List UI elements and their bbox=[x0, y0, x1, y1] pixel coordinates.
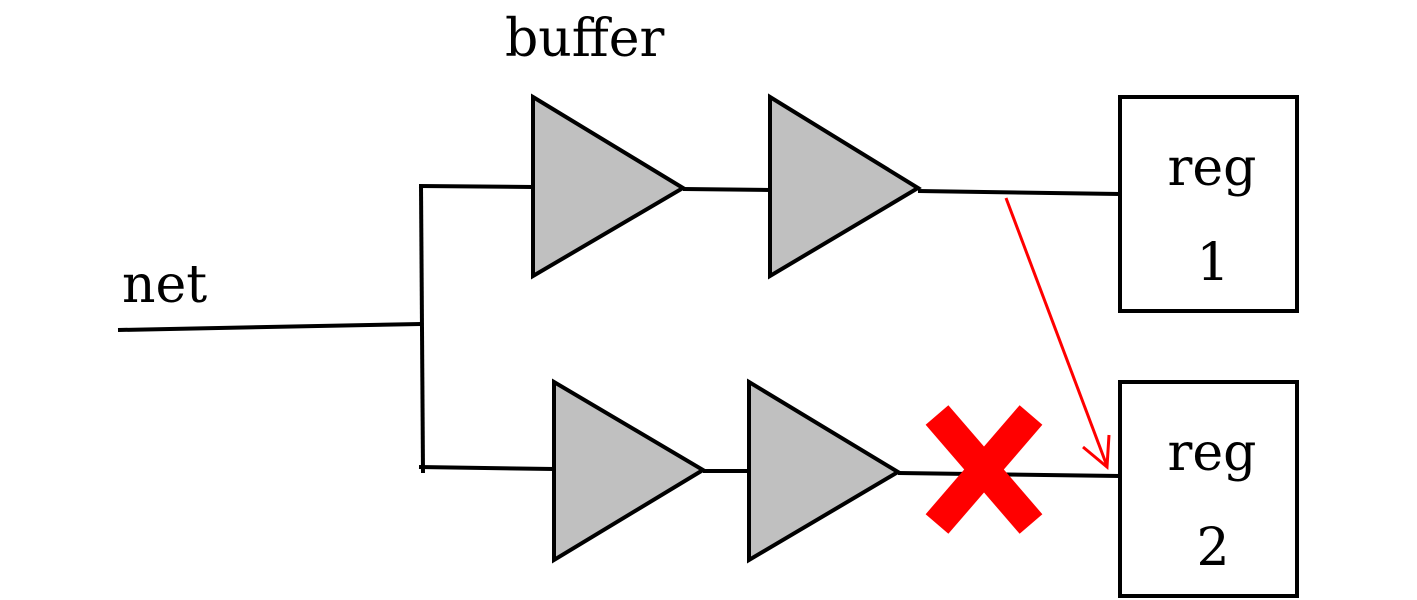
register-2 bbox=[1118, 380, 1299, 598]
branch-trunk bbox=[419, 184, 425, 474]
top-output-wire bbox=[917, 189, 1121, 196]
top-branch-wire bbox=[418, 184, 534, 189]
register-2-label-line2: 2 bbox=[1196, 518, 1229, 578]
register-2-label-line1: reg bbox=[1168, 423, 1257, 483]
bottom-output-wire bbox=[897, 471, 1121, 478]
redirect-arrow bbox=[1004, 197, 1109, 467]
top-buffer-link-wire bbox=[682, 187, 771, 192]
buffer-top-1 bbox=[531, 93, 687, 280]
register-1-label-line2: 1 bbox=[1196, 233, 1229, 293]
buffer-top-2 bbox=[768, 93, 922, 280]
net-label: net bbox=[122, 255, 207, 315]
buffer-bottom-2 bbox=[747, 378, 902, 564]
bottom-branch-wire bbox=[418, 465, 555, 471]
buffer-label: buffer bbox=[505, 9, 664, 69]
net-wire bbox=[117, 322, 422, 332]
broken-connection-x-icon bbox=[925, 405, 1043, 534]
register-1-label-line1: reg bbox=[1168, 138, 1257, 198]
register-1 bbox=[1118, 95, 1299, 313]
buffer-bottom-1 bbox=[552, 378, 707, 564]
arrow-head-icon bbox=[1082, 434, 1111, 471]
